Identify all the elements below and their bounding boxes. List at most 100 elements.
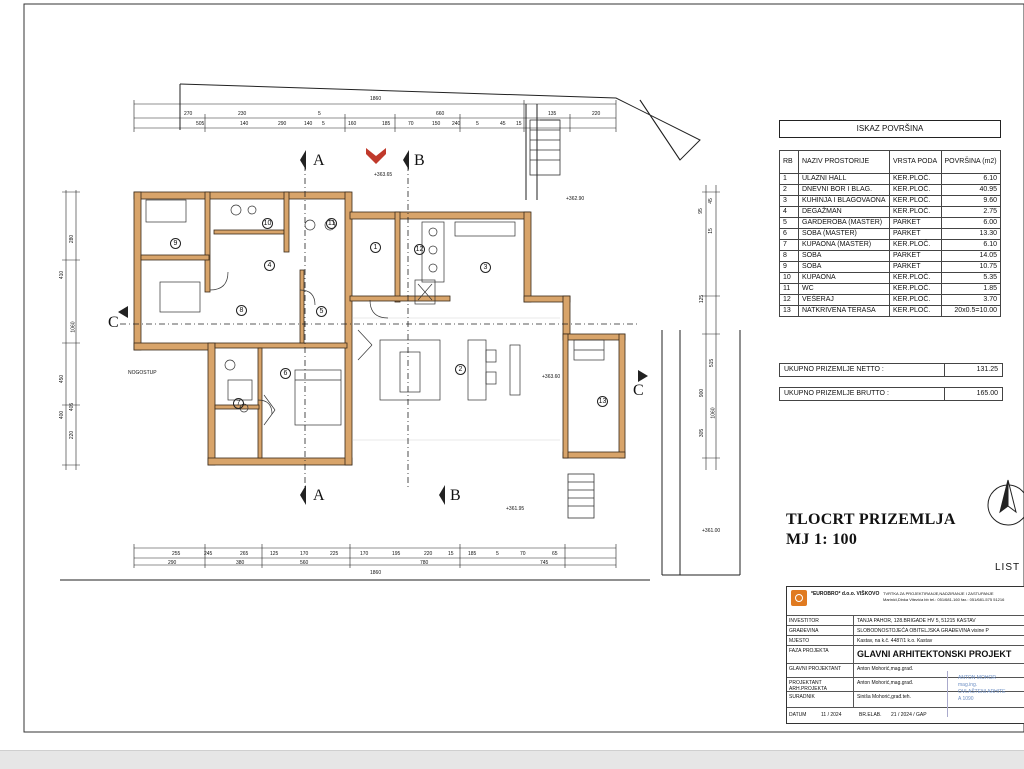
entrance-marker [366, 148, 386, 164]
top-dimension: 160 [348, 121, 357, 127]
title-block-value: Siniša Mohorić,građ.teh. [857, 694, 911, 700]
top-dimension: 140 [304, 121, 313, 127]
brutto-total-row: UKUPNO PRIZEMLJE BRUTTO : 165.00 [779, 387, 1003, 401]
room-area: 1.85 [940, 283, 1002, 295]
room-name: SOBA (MASTER) [797, 228, 891, 240]
top-dimension: 660 [436, 111, 445, 117]
title-block-row: FAZA PROJEKTA GLAVNI ARHITEKTONSKI PROJEK… [787, 645, 1024, 664]
row-number: 7 [779, 239, 799, 251]
title-block-value: Anton Mohorić,mag.građ. [857, 680, 914, 686]
title-block: *EUROBRO* d.o.o. VIŠKOVO TVRTKA ZA PROJE… [786, 586, 1024, 724]
floor-type: KER.PLOČ. [889, 305, 942, 317]
company-name: *EUROBRO* d.o.o. VIŠKOVO [811, 591, 880, 597]
stamp-line: mag.ing. [958, 682, 978, 688]
top-dimension: 230 [238, 111, 247, 117]
room-number-label: 9 [170, 238, 181, 249]
room-area: 9.60 [940, 195, 1002, 207]
netto-value: 131.25 [976, 366, 998, 373]
floor-type: KER.PLOČ. [889, 206, 942, 218]
right-dimension: 515 [709, 358, 716, 368]
title-block-value: Anton Mohorić,mag.građ. [857, 666, 914, 672]
header-room-name: NAZIV PROSTORIJE [797, 150, 891, 174]
title-block-value: TANJA PAHOR, 128.BRIGADE HV 5, 51215 KAS… [857, 618, 976, 624]
right-dimension: 305 [699, 428, 706, 438]
bottom-dimension: 170 [300, 551, 309, 557]
stair-label: NOGOSTUP [128, 370, 157, 376]
company-logo-icon [791, 590, 807, 606]
left-dimension: 1060 [70, 321, 77, 333]
top-dimension: 140 [240, 121, 249, 127]
room-area: 6.10 [940, 173, 1002, 185]
plan-scale: MJ 1: 100 [786, 531, 858, 548]
section-mark-b-bottom: B [450, 487, 461, 504]
right-dimension: 900 [699, 388, 706, 398]
header-floor-type: VRSTA PODA [889, 150, 942, 174]
section-lines [120, 165, 640, 490]
row-number: 11 [779, 283, 799, 295]
room-number-label: 7 [233, 398, 244, 409]
bottom-dimension: 745 [540, 560, 549, 566]
date-value: 11 / 2024 [821, 712, 842, 718]
section-mark-c-left: C [108, 314, 119, 331]
area-table-header-row: RB NAZIV PROSTORIJE VRSTA PODA POVRŠINA … [779, 150, 1002, 174]
room-number-label: 6 [280, 368, 291, 379]
right-dimension: 45 [707, 198, 714, 204]
bottom-dimension: 245 [204, 551, 213, 557]
walls [133, 191, 626, 466]
title-block-value: Kastav, na k.č. 4487/1 k.o. Kastav [857, 638, 933, 644]
row-number: 9 [779, 261, 799, 273]
bottom-dimension: 265 [240, 551, 249, 557]
elevation-mark: +361.00 [702, 528, 721, 534]
floor-type: KER.PLOČ. [889, 195, 942, 207]
top-dimension: 135 [548, 111, 557, 117]
top-dimension: 70 [408, 121, 414, 127]
floor-type: KER.PLOČ. [889, 272, 942, 284]
top-dimension: 150 [432, 121, 441, 127]
stamp-line: ANTON MOHOR [958, 675, 996, 681]
title-block-label: FAZA PROJEKTA [789, 648, 829, 654]
room-name: ULAZNI HALL [797, 173, 891, 185]
bottom-dimension: 220 [424, 551, 433, 557]
bottom-dimension: 65 [552, 551, 558, 557]
elevation-mark: +362.90 [566, 196, 585, 202]
right-dimension: 15 [707, 228, 714, 234]
elevation-mark: +363.65 [374, 172, 393, 178]
room-number-label: 4 [264, 260, 275, 271]
site-boundary [60, 83, 741, 581]
top-dimension: 290 [278, 121, 287, 127]
title-block-value: GLAVNI ARHITEKTONSKI PROJEKT [857, 649, 1012, 659]
row-number: 12 [779, 294, 799, 306]
top-dimension: 5 [476, 121, 479, 127]
section-mark-a-bottom: A [313, 487, 325, 504]
overall-dim-top: 1860 [370, 96, 382, 102]
row-number: 8 [779, 250, 799, 262]
floor-type: KER.PLOČ. [889, 294, 942, 306]
section-mark-b-top: B [414, 152, 425, 169]
top-dimension: 5 [322, 121, 325, 127]
header-rb: RB [779, 150, 799, 174]
row-number: 4 [779, 206, 799, 218]
north-arrow [987, 479, 1024, 526]
bottom-dimension: 70 [520, 551, 526, 557]
room-name: GARDEROBA (MASTER) [797, 217, 891, 229]
room-number-label: 2 [455, 364, 466, 375]
bottom-dimension: 15 [448, 551, 454, 557]
floor-type: PARKET [889, 250, 942, 262]
right-dimension: 125 [699, 294, 706, 304]
row-number: 13 [779, 305, 799, 317]
top-dimension: 240 [452, 121, 461, 127]
right-dimension: 1060 [710, 407, 717, 419]
top-dimension: 505 [196, 121, 205, 127]
room-number-label: 3 [480, 262, 491, 273]
floor-type: KER.PLOČ. [889, 239, 942, 251]
row-number: 1 [779, 173, 799, 185]
